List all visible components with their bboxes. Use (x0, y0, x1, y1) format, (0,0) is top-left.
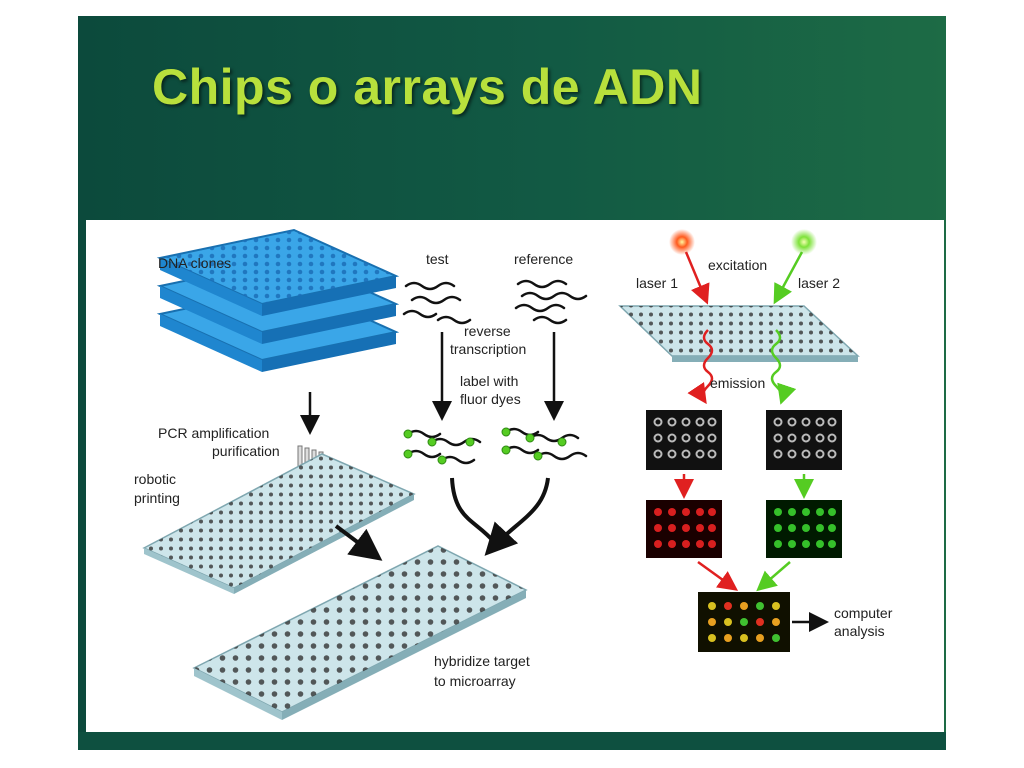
labeled-reference-cdna (501, 427, 588, 461)
pcr-amplification-label: PCR amplification (158, 425, 269, 441)
excitation-label: excitation (708, 257, 767, 273)
merge-curve-right (484, 477, 550, 556)
test-rna-strands (402, 281, 472, 325)
laser-1-label: laser 1 (636, 275, 678, 291)
reference-label: reference (514, 251, 573, 267)
scanned-slide (618, 305, 860, 362)
slide-title: Chips o arrays de ADN (152, 59, 703, 115)
scan-image-red-channel-gray (646, 410, 722, 470)
slide-bottom-bar (78, 732, 946, 750)
computer-label: computer (834, 605, 893, 621)
scan-image-green (766, 500, 842, 558)
microarray-diagram-panel: DNA clones PCR amplification purificatio… (86, 220, 944, 732)
microarray-label: to microarray (434, 673, 516, 689)
purification-label: purification (212, 443, 280, 459)
analysis-label: analysis (834, 623, 885, 639)
laser-2-source (791, 229, 817, 255)
laser-1-source (669, 229, 695, 255)
laser-2-beam (773, 251, 804, 305)
arrow-to-microarray (334, 524, 383, 561)
printing-slide (142, 453, 416, 594)
reverse-label: reverse (464, 323, 511, 339)
hybridize-label: hybridize target (434, 653, 530, 669)
merge-curve-left (450, 477, 496, 544)
arrow-red-merge (697, 560, 739, 591)
test-label: test (426, 251, 449, 267)
label-with-label: label with (460, 373, 518, 389)
emission-red (687, 329, 714, 405)
scan-image-red (646, 500, 722, 558)
scan-image-green-channel-gray (766, 410, 842, 470)
dna-clones-label: DNA clones (158, 255, 231, 271)
emission-green (770, 329, 797, 405)
emission-label: emission (710, 375, 765, 391)
labeled-test-cdna (403, 429, 482, 465)
dna-clone-plates (156, 228, 400, 372)
microarray-slide (192, 545, 528, 720)
laser-1-beam (684, 251, 710, 305)
printing-label-text: printing (134, 490, 180, 506)
transcription-label: transcription (450, 341, 526, 357)
arrow-green-merge (756, 561, 791, 592)
scan-image-merged (698, 592, 790, 652)
robotic-label: robotic (134, 471, 176, 487)
microarray-diagram: DNA clones PCR amplification purificatio… (134, 228, 893, 720)
reference-rna-strands (514, 279, 588, 325)
fluor-dyes-label: fluor dyes (460, 391, 521, 407)
laser-2-label: laser 2 (798, 275, 840, 291)
